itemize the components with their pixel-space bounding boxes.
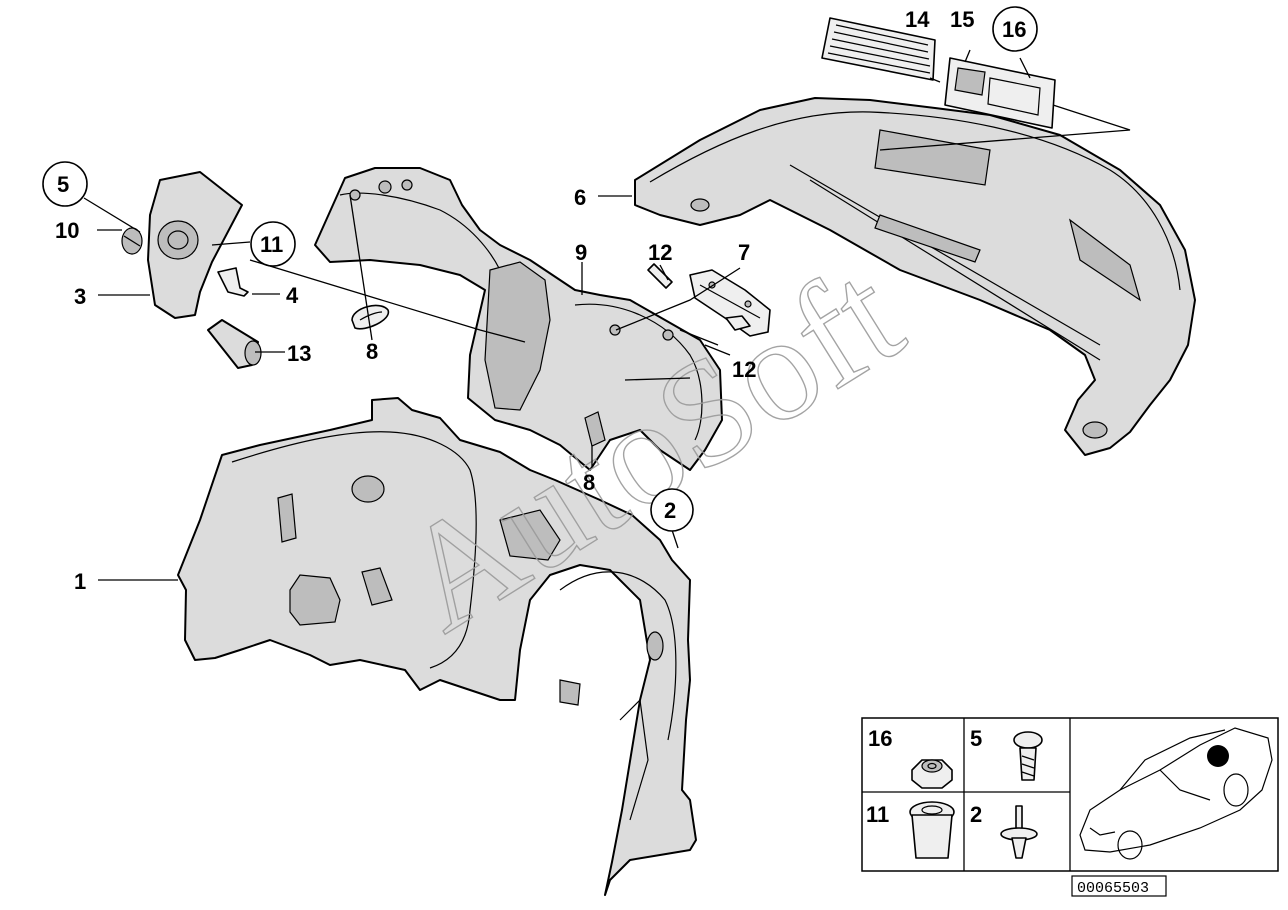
part-3-side-cover	[147, 171, 243, 319]
callout-circle-2	[650, 488, 694, 532]
part-14-vent-grille	[821, 17, 936, 81]
inset-legend: 16 5 11 2	[861, 717, 1279, 872]
callout-circle-16	[992, 6, 1038, 52]
part-12-clip-upper	[647, 263, 673, 289]
callout-circle-11	[250, 221, 296, 267]
car-location-icon	[1079, 727, 1273, 860]
callout-12-upper: 12	[648, 240, 672, 265]
inset-cell-16: 16	[868, 726, 953, 789]
svg-text:2: 2	[970, 802, 982, 827]
part-4-bracket	[217, 267, 249, 297]
part-10-clip	[121, 227, 143, 255]
part-13-foam-pad	[207, 319, 262, 369]
callout-15: 15	[950, 7, 974, 32]
callout-16: 16	[1002, 17, 1026, 42]
callout-6: 6	[574, 185, 586, 210]
document-number: 00065503	[1071, 875, 1167, 897]
callout-11: 11	[260, 232, 283, 257]
callout-3: 3	[74, 284, 86, 309]
callouts: 1 2 3 4 5 6 7 8 8 9 10 11 12 12 13 14 15…	[42, 6, 1038, 594]
callout-8-right: 8	[583, 470, 595, 495]
callout-13: 13	[287, 341, 311, 366]
callout-circle-5	[42, 161, 88, 207]
callout-5: 5	[57, 172, 69, 197]
svg-text:00065503: 00065503	[1077, 880, 1149, 897]
part-12-clip-lower	[725, 315, 751, 331]
callout-10: 10	[55, 218, 79, 243]
svg-text:11: 11	[866, 802, 889, 827]
svg-text:16: 16	[868, 726, 892, 751]
leader-lines	[83, 49, 1131, 581]
inset-cell-2: 2	[970, 802, 1038, 859]
part-15-vent-frame	[944, 57, 1056, 129]
callout-9: 9	[575, 240, 587, 265]
location-marker	[1207, 745, 1229, 767]
callout-12-lower: 12	[732, 357, 756, 382]
callout-4: 4	[286, 283, 299, 308]
callout-8-left: 8	[366, 339, 378, 364]
callout-1: 1	[74, 569, 86, 594]
inset-cell-11: 11	[866, 801, 955, 859]
inset-cell-5: 5	[970, 726, 1043, 781]
svg-text:5: 5	[970, 726, 982, 751]
callout-2: 2	[664, 498, 676, 523]
part-9-center-trim	[314, 167, 723, 471]
part-1-wheel-arch-trim	[177, 397, 697, 896]
part-6-rear-shelf-trim	[634, 97, 1196, 456]
part-8-grommet-left	[351, 304, 389, 330]
callout-7: 7	[738, 240, 750, 265]
callout-14: 14	[905, 7, 930, 32]
